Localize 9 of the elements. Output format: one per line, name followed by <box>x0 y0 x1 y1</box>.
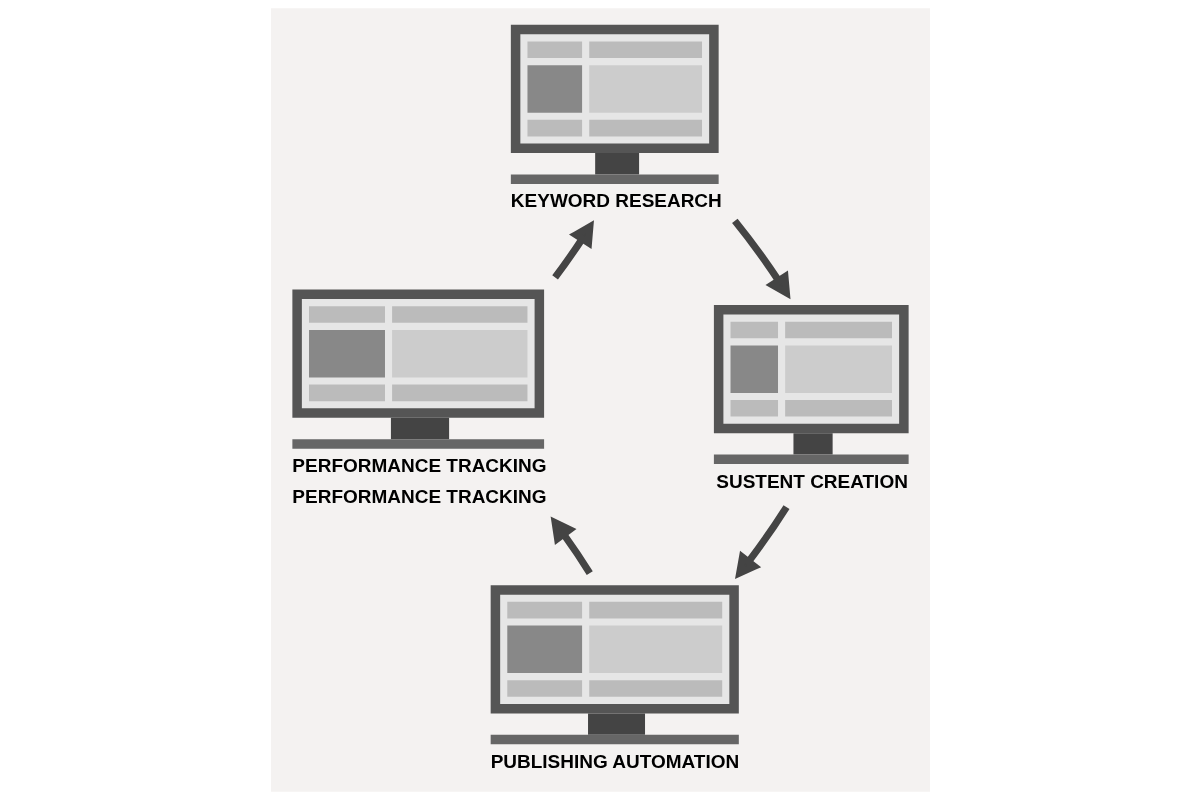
arrow <box>734 505 789 580</box>
arrow <box>550 516 593 575</box>
node-label: SUSTENT CREATION <box>715 470 908 492</box>
node-label: KEYWORD RESEARCH <box>510 190 722 212</box>
arrow <box>731 218 790 300</box>
node-label: PERFORMANCE TRACKING <box>291 455 547 477</box>
node-label: PUBLISHING AUTOMATION <box>490 750 739 772</box>
node-label: PERFORMANCE TRACKING <box>291 486 547 508</box>
arrow <box>551 220 594 280</box>
